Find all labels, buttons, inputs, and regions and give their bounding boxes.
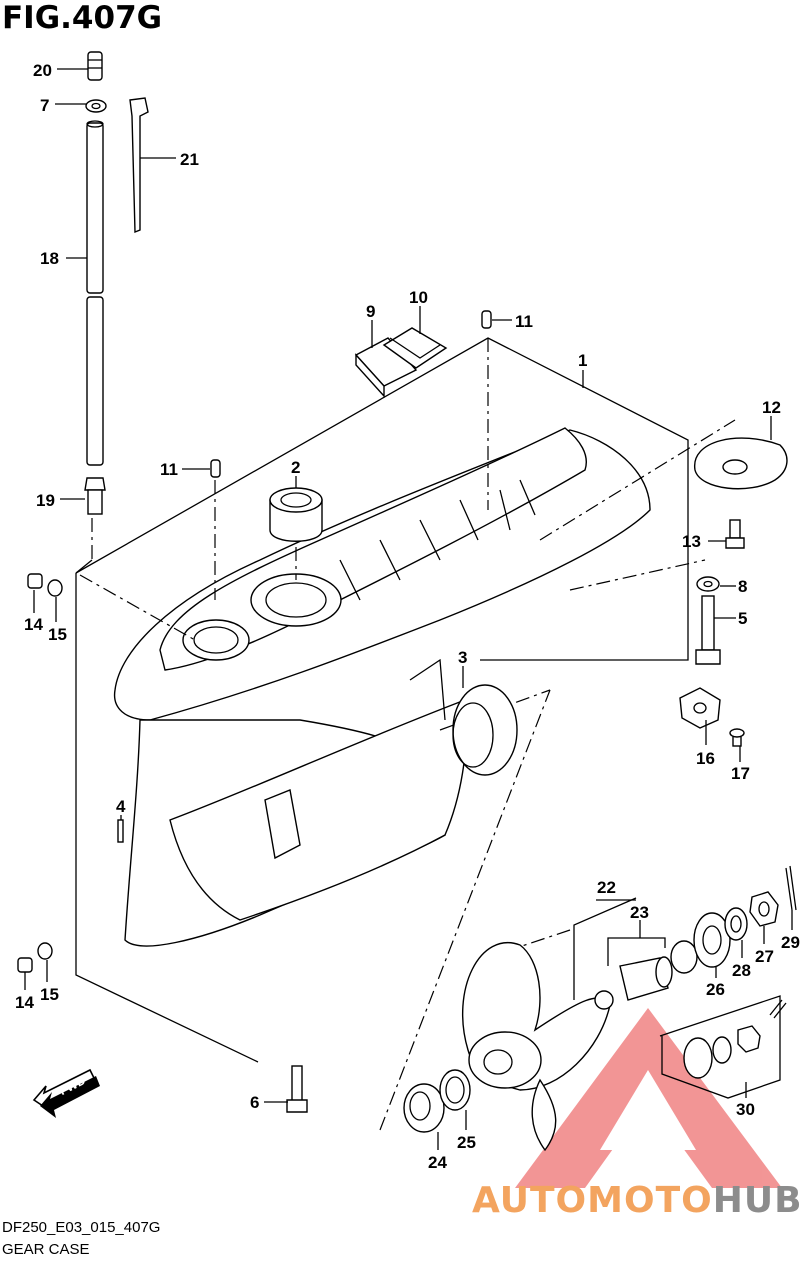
callout-15-b: 15	[40, 985, 59, 1004]
watermark-logo	[515, 1008, 782, 1188]
part-26-washer	[693, 912, 731, 968]
figure-code: DF250_E03_015_407G	[2, 1219, 161, 1236]
part-24-spacer	[403, 1083, 445, 1133]
callout-11-b: 11	[160, 460, 178, 479]
part-3-seal	[452, 684, 518, 776]
callout-15-a: 15	[48, 625, 67, 644]
callout-14-a: 14	[24, 615, 43, 634]
part-14-plug-a	[27, 573, 43, 589]
callout-11-a: 11	[515, 312, 533, 331]
part-11-pin-a	[481, 310, 492, 329]
watermark-brand: AUTOMOTOHUB	[472, 1180, 800, 1221]
fwd-arrow: FWD	[32, 1068, 100, 1118]
part-27-nut	[749, 891, 779, 927]
callout-24: 24	[428, 1153, 447, 1172]
callout-30: 30	[736, 1100, 755, 1119]
figure-title: FIG.407G	[2, 0, 163, 36]
callout-20: 21	[180, 150, 199, 169]
part-4-pin	[117, 819, 124, 843]
callout-28: 28	[732, 961, 751, 980]
callout-13: 13	[682, 532, 701, 551]
part-29-cotter-pin	[785, 865, 797, 911]
callout-5: 5	[738, 609, 747, 628]
part-12-anode	[694, 437, 788, 490]
part-30-kit	[659, 995, 787, 1099]
part-8-washer	[696, 576, 720, 592]
callout-3: 3	[458, 648, 467, 667]
part-21-plug	[87, 51, 103, 81]
callout-4: 4	[116, 797, 126, 816]
part-25-washer	[439, 1069, 471, 1111]
part-5-bolt	[695, 595, 721, 665]
part-18-water-tube	[86, 120, 104, 466]
callout-10: 10	[409, 288, 428, 307]
watermark-part1: AUTOMOTO	[472, 1180, 713, 1221]
callout-8: 8	[738, 577, 747, 596]
callout-12: 12	[762, 398, 781, 417]
part-2-bearing	[269, 487, 323, 542]
callout-23: 23	[630, 903, 649, 922]
callout-27: 27	[755, 947, 774, 966]
part-28-washer	[724, 907, 748, 941]
callout-25: 25	[457, 1133, 476, 1152]
part-13-bolt	[725, 519, 745, 549]
part-9-plate	[354, 337, 418, 398]
callout-6: 6	[250, 1093, 259, 1112]
leader-lines	[24, 68, 793, 1150]
part-15-gasket-b	[37, 942, 53, 960]
watermark-part2: HUB	[712, 1180, 800, 1221]
part-7-clamp	[85, 99, 107, 113]
callout-21: 20	[33, 61, 52, 80]
part-6-bolt	[286, 1065, 308, 1113]
callout-14-b: 14	[15, 993, 34, 1012]
callout-2: 2	[291, 458, 300, 477]
part-19-grommet	[84, 477, 106, 515]
part-14-plug-b	[17, 957, 33, 973]
callout-7: 7	[40, 96, 49, 115]
callout-22: 22	[597, 878, 616, 897]
callout-numbers: 20 7 18 19 21 9 10 11 11 2 1 12 13 8 5 3…	[15, 61, 800, 1172]
callout-17: 17	[731, 764, 750, 783]
part-11-pin-b	[210, 459, 221, 478]
part-22-propeller	[461, 942, 611, 1152]
part-16-block	[679, 687, 721, 729]
callout-18: 18	[40, 249, 59, 268]
gear-case-housing	[75, 337, 689, 1063]
callout-16: 16	[696, 749, 715, 768]
callout-19: 19	[36, 491, 55, 510]
callout-29: 29	[781, 933, 800, 952]
part-20-cable-tie	[129, 97, 149, 234]
part-10-plate	[382, 327, 448, 369]
figure-name: GEAR CASE	[2, 1241, 90, 1258]
part-15-gasket-a	[47, 579, 63, 597]
part-17-screw	[729, 728, 745, 747]
part-23-bushing	[594, 940, 698, 1010]
callout-1: 1	[578, 351, 587, 370]
callout-9: 9	[366, 302, 375, 321]
callout-26: 26	[706, 980, 725, 999]
